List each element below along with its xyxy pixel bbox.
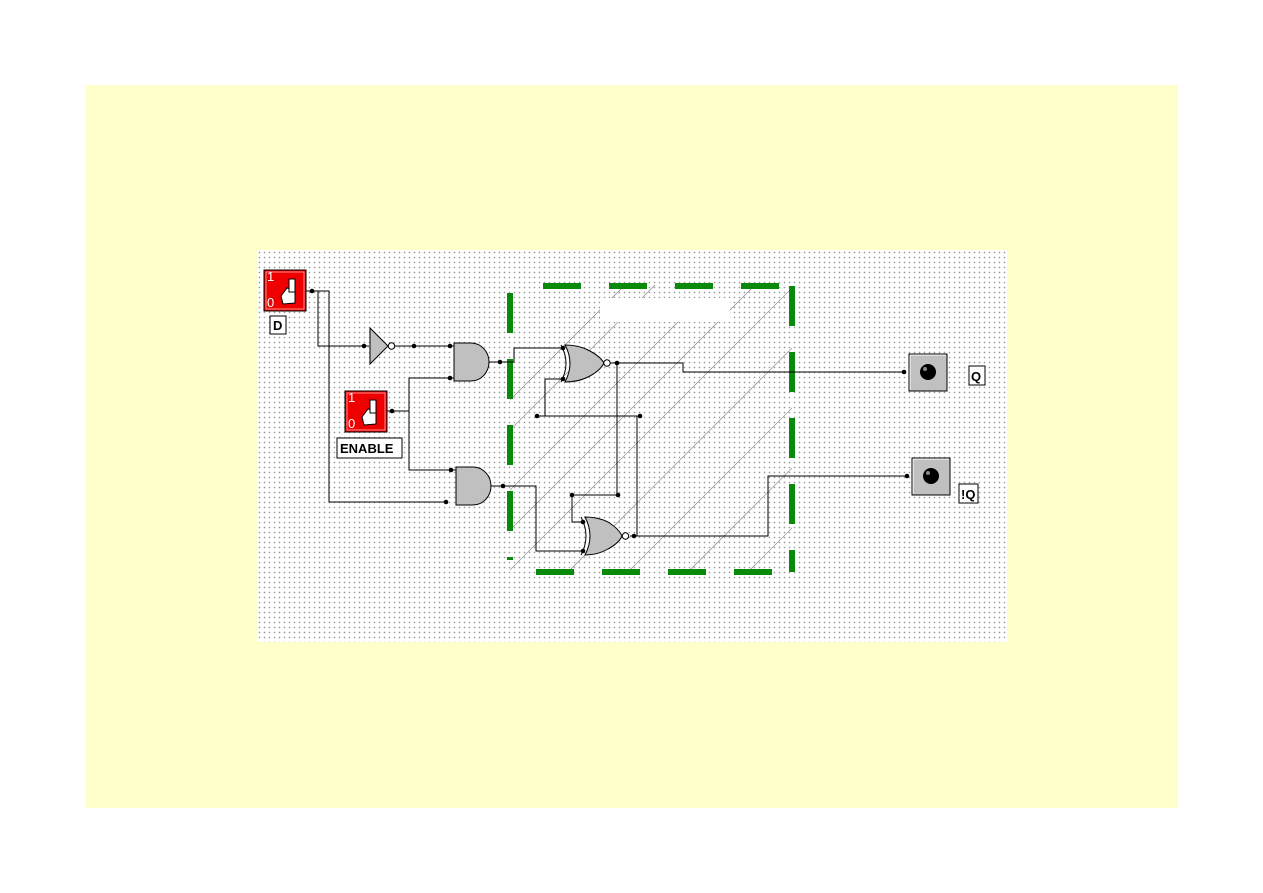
nq-label: !Q [961,487,975,502]
d-switch[interactable]: 1 0 [263,269,307,312]
and-gate-bottom [455,466,492,506]
hatching-gap [600,298,730,322]
latch-highlight-box [507,283,795,575]
enable-switch-low-mark: 0 [348,416,355,431]
wires [306,290,908,552]
nor-gate-bottom [580,516,630,556]
d-label-box: D [269,315,287,335]
enable-switch[interactable]: 1 0 [344,390,388,433]
q-label-box: Q [968,365,986,386]
enable-switch-high-mark: 1 [348,390,355,405]
not-gate [369,326,396,366]
enable-label-box: ENABLE [336,437,403,459]
q-led [908,353,948,392]
and-gate-top [453,342,490,382]
nq-led [911,457,951,496]
nq-label-box: !Q [958,483,979,504]
latch-hatching [510,285,792,572]
nor-gate-top [560,344,611,383]
d-switch-high-mark: 1 [267,269,274,284]
d-label: D [273,318,282,333]
q-label: Q [971,369,981,384]
d-switch-low-mark: 0 [267,295,274,310]
enable-label: ENABLE [340,441,394,456]
junction-dots [309,288,910,554]
